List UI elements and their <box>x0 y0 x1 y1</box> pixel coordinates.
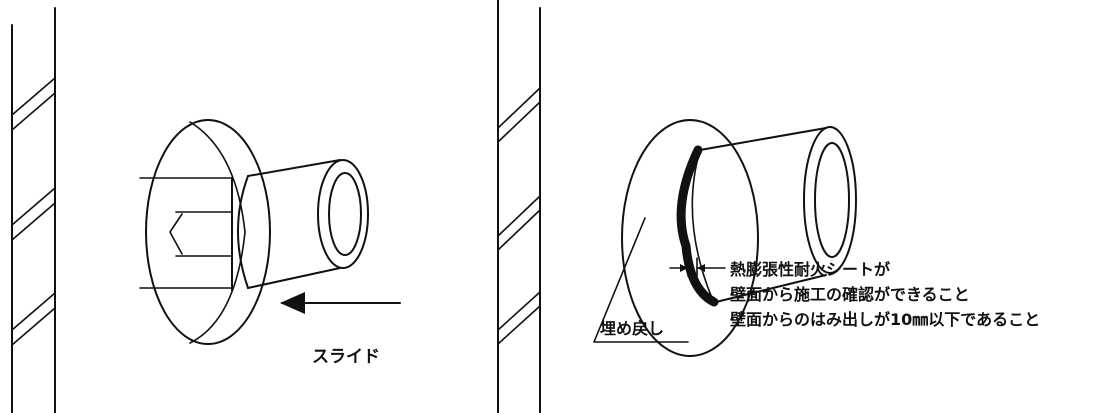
left-pipe-mouth-outer <box>317 159 369 269</box>
slide-label: スライド <box>312 347 380 367</box>
left-wall-hatch <box>11 77 56 346</box>
slide-arrow <box>280 292 401 314</box>
backfill-leader <box>593 217 689 343</box>
note-line-3: 壁面からのはみ出しが10㎜以下であること <box>730 310 1040 329</box>
right-wall-hatch <box>497 87 541 345</box>
right-fire-sheet-band <box>676 145 719 307</box>
note-line-1: 熱膨張性耐火シートが <box>730 260 890 279</box>
right-pipe-mouth-outer <box>803 126 857 274</box>
left-pipe-shoulder <box>237 175 249 289</box>
left-sliding-sheet-sleeve <box>139 177 233 289</box>
left-fire-sheet-disc <box>145 119 271 345</box>
left-wall <box>11 7 56 413</box>
backfill-label: 埋め戻し <box>600 319 664 338</box>
left-pipe <box>231 159 369 291</box>
right-pipe-mouth-inner <box>814 142 850 258</box>
right-pipe-top-edge <box>699 127 827 151</box>
note-line-2: 壁面から施工の確認ができること <box>730 285 970 304</box>
backfill-disc <box>621 119 759 357</box>
left-pipe-mouth-inner <box>328 172 362 256</box>
fire-sheet-note: 熱膨張性耐火シートが 壁面から施工の確認ができること 壁面からのはみ出しが10㎜… <box>730 260 1040 329</box>
right-wall <box>497 0 541 413</box>
right-pipe <box>699 126 857 303</box>
right-panel: 熱膨張性耐火シートが 壁面から施工の確認ができること 壁面からのはみ出しが10㎜… <box>497 0 1040 413</box>
right-pipe-bottom-edge <box>715 274 827 303</box>
left-pipe-top-edge <box>247 159 341 177</box>
left-pipe-bottom-edge <box>247 267 341 289</box>
protrusion-dimension <box>669 257 726 277</box>
left-panel: スライド <box>11 7 401 413</box>
